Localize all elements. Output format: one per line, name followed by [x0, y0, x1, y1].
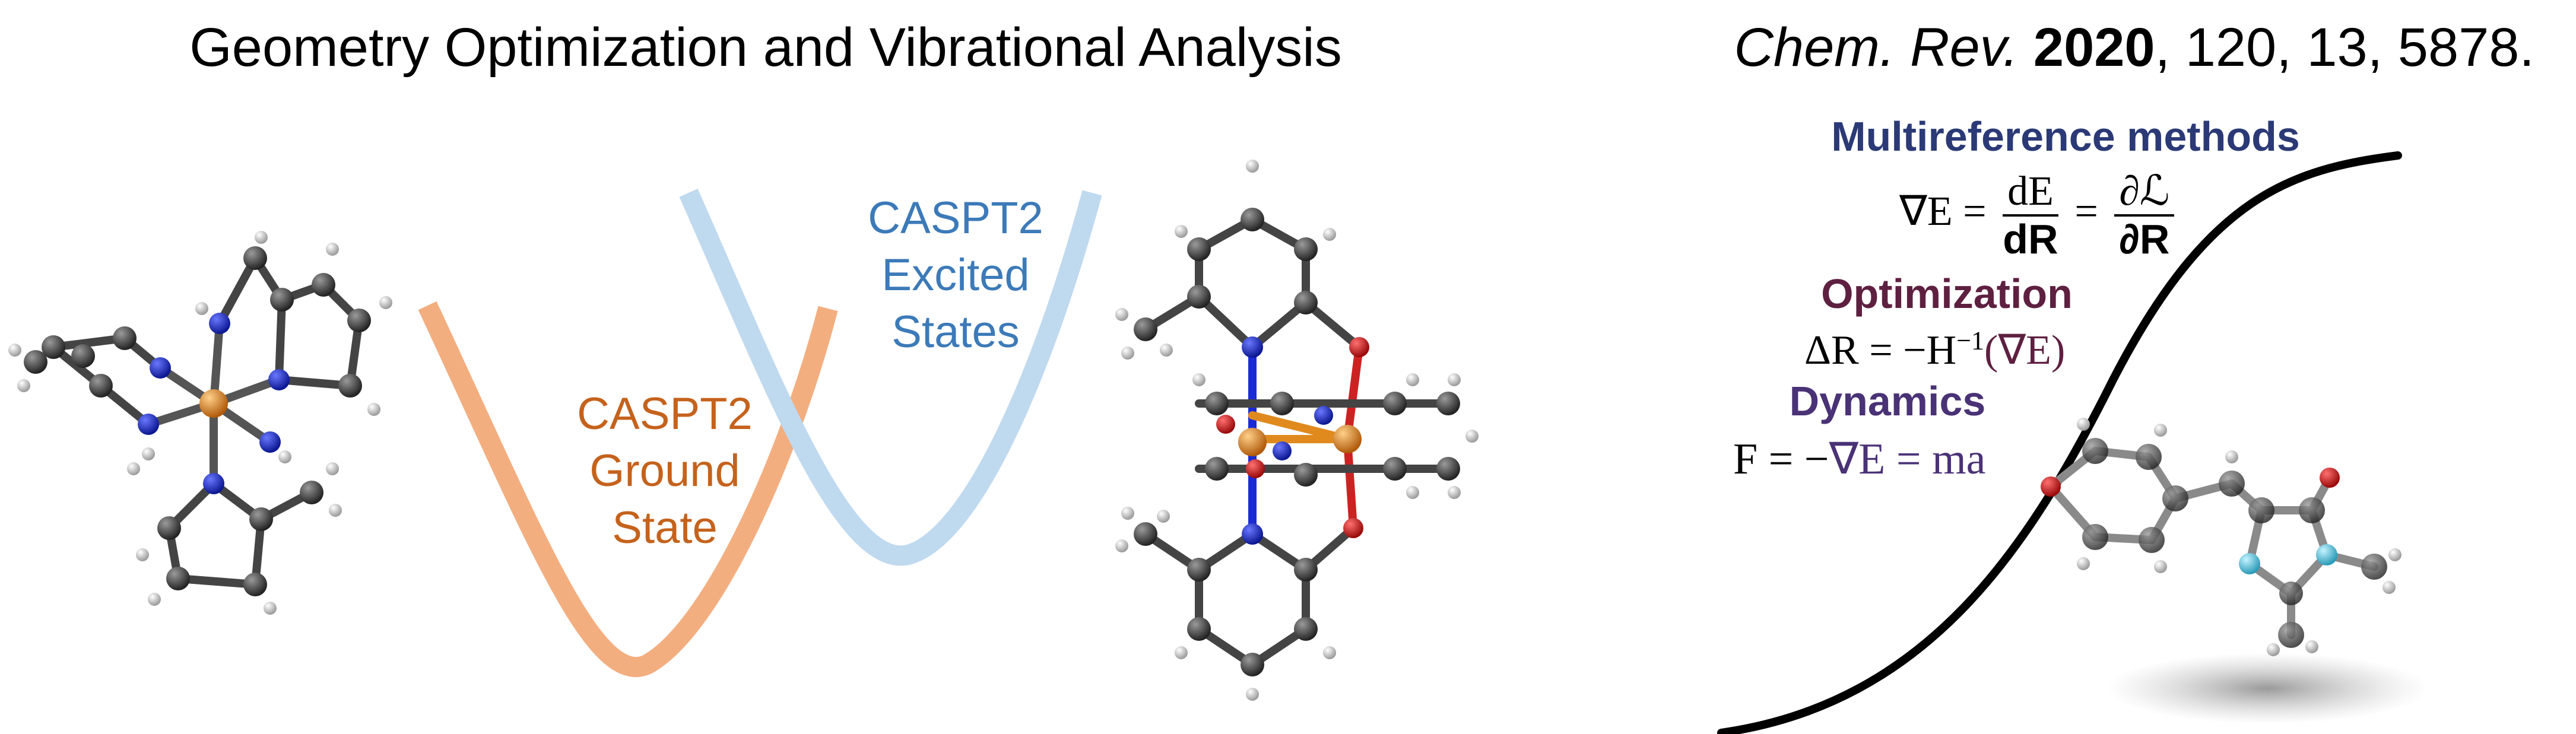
optimization-eq-rhs: (∇E)	[1984, 328, 2066, 373]
ground-state-curve	[418, 301, 838, 677]
trajectory-curve	[1717, 151, 2402, 734]
dynamics-heading: Dynamics	[1789, 378, 1986, 424]
gradient-fraction-1: dE dR	[2003, 169, 2058, 262]
optimization-eq-sup: −1	[1956, 326, 1985, 355]
excited-label-line3: States	[892, 307, 1020, 357]
gradient-fraction-2: ∂ℒ ∂R	[2114, 169, 2175, 262]
gradient-lhs: ∇E =	[1899, 189, 1987, 235]
frac2-denominator: ∂R	[2119, 216, 2170, 262]
ground-label-line3: State	[612, 503, 718, 553]
citation-journal: Chem. Rev.	[1734, 17, 2019, 78]
dynamics-eq-mid: ∇E = ma	[1829, 435, 1986, 484]
ground-label-line2: Ground	[589, 446, 740, 496]
ground-state-label: CASPT2 Ground State	[505, 386, 825, 557]
gradient-equals: =	[2074, 189, 2098, 235]
excited-label-line2: Excited	[881, 250, 1030, 300]
optimization-eq-lhs: ΔR = −H	[1804, 328, 1957, 373]
excited-state-label: CASPT2 Excited States	[789, 190, 1122, 361]
frac2-numerator: ∂ℒ	[2114, 169, 2175, 217]
figure-title: Geometry Optimization and Vibrational An…	[189, 17, 1342, 78]
molecule-shadow	[2107, 653, 2428, 724]
frac1-numerator: dE	[2003, 169, 2058, 217]
excited-state-curve	[679, 189, 1102, 566]
citation-year: 2020	[2033, 17, 2155, 78]
chromophore-atoms	[2041, 418, 2401, 656]
right-complex-atoms	[1115, 160, 1479, 701]
optimization-heading: Optimization	[1821, 271, 2073, 317]
left-complex-atoms	[8, 231, 392, 615]
ground-label-line1: CASPT2	[577, 389, 753, 439]
citation: Chem. Rev. 2020, 120, 13, 5878.	[1603, 17, 2534, 79]
frac1-denominator: dR	[2003, 216, 2058, 262]
gradient-equation: ∇E = dE dR = ∂ℒ ∂R	[1899, 169, 2180, 262]
multireference-heading: Multireference methods	[1831, 113, 2300, 160]
right-complex-molecule	[1141, 215, 1452, 669]
optimization-equation: ΔR = −H−1(∇E)	[1804, 325, 2065, 374]
dynamics-eq-lhs: F = −	[1733, 435, 1829, 484]
excited-label-line1: CASPT2	[868, 193, 1043, 243]
citation-details: , 120, 13, 5878.	[2155, 17, 2534, 78]
dynamics-equation: F = −∇E = ma	[1733, 433, 1985, 485]
